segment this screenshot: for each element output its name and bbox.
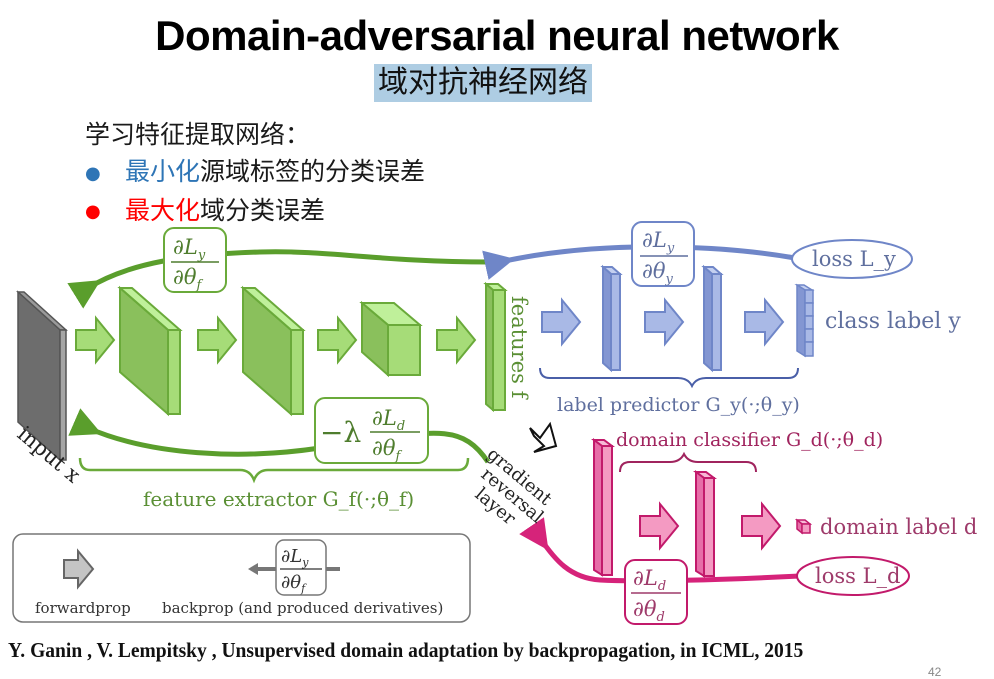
forward-arrow-icon (741, 501, 782, 551)
domain-label-text: domain label d (820, 515, 977, 539)
slide-subtitle: 域对抗神经网络 (374, 64, 592, 102)
bullet-maximize: ● 最大化域分类误差 (85, 192, 425, 231)
svg-text:∂Ly: ∂Ly (173, 235, 206, 263)
bullet-highlight: 最大化 (125, 195, 201, 225)
bullet-dot-icon: ● (85, 201, 101, 222)
forward-arrow-icon (317, 315, 358, 365)
reversal-arrow-icon (529, 421, 558, 453)
legend-forwardprop: forwardprop (35, 599, 131, 617)
svg-text:∂Ly: ∂Ly (281, 546, 309, 569)
class-label-text: class label y (825, 309, 961, 334)
conv-block-3 (359, 300, 423, 378)
lambda-prefix: −λ (320, 416, 361, 449)
features-vector (483, 281, 508, 413)
page-number: 42 (928, 665, 942, 679)
features-label: features f (507, 296, 531, 401)
grad-reversal-box (314, 397, 429, 464)
label-predictor-label: label predictor G_y(·;θ_y) (557, 394, 800, 416)
forward-arrow-icon (644, 297, 685, 347)
loss-y-ellipse (791, 239, 913, 279)
label-fc-1 (600, 264, 623, 373)
loss-y-label: loss L_y (812, 247, 896, 271)
forward-arrow-icon (639, 501, 680, 551)
domain-classifier-label: domain classifier G_d(·;θ_d) (616, 429, 883, 451)
forward-arrow-icon (541, 297, 582, 347)
label-fc-2 (701, 264, 724, 373)
forward-arrow-icon (197, 315, 238, 365)
bullet-minimize: ● 最小化源域标签的分类误差 (85, 153, 425, 192)
loss-d-label: loss L_d (815, 564, 900, 588)
legend-backprop: backprop (and produced derivatives) (162, 599, 443, 617)
grad-label-box (631, 221, 695, 287)
svg-text:∂Ly: ∂Ly (642, 228, 675, 256)
grad-feature-box (163, 227, 227, 293)
grad-domain-box (624, 559, 688, 625)
slide-title: Domain-adversarial neural network (155, 12, 839, 59)
legend: forwardprop ∂Ly ∂θf backprop (and produc… (12, 533, 471, 623)
conv-block-1 (117, 285, 183, 417)
bullet-text: 域分类误差 (200, 195, 326, 225)
bullet-text: 源域标签的分类误差 (200, 157, 426, 186)
svg-text:∂θf: ∂θf (372, 436, 403, 464)
forwardprop-arrow-icon (63, 548, 95, 590)
forward-arrow-icon (744, 297, 785, 347)
intro-heading: 学习特征提取网络： (85, 120, 311, 149)
label-predictor-brace (539, 367, 799, 389)
domain-fc-2 (693, 470, 717, 578)
svg-text:∂θd: ∂θd (633, 597, 665, 625)
bullet-highlight: 最小化 (125, 157, 201, 186)
domain-label-cube (794, 518, 813, 535)
citation: Y. Ganin , V. Lempitsky , Unsupervised d… (8, 638, 804, 662)
backprop-arrow-icon (248, 563, 258, 575)
bullet-dot-icon: ● (85, 162, 101, 184)
input-plane (16, 290, 68, 462)
svg-text:∂Ld: ∂Ld (372, 406, 405, 434)
feature-extractor-label: feature extractor G_f(·;θ_f) (143, 487, 414, 511)
loss-d-ellipse (796, 556, 910, 596)
svg-text:∂θf: ∂θf (281, 572, 307, 595)
backprop-arrow-domain (519, 517, 801, 584)
svg-text:∂θy: ∂θy (642, 259, 674, 287)
intro-list: 学习特征提取网络： ● 最小化源域标签的分类误差 ● 最大化域分类误差 (85, 116, 425, 230)
domain-classifier-brace (619, 451, 757, 473)
domain-fc-1 (591, 438, 615, 577)
feature-extractor-brace (78, 457, 470, 484)
svg-text:∂Ld: ∂Ld (633, 566, 666, 594)
backprop-arrow-feature-top (67, 249, 491, 309)
class-label-vector (794, 283, 815, 358)
forward-arrow-icon (436, 315, 477, 365)
conv-block-2 (240, 285, 306, 417)
forward-arrow-icon (75, 315, 116, 365)
svg-text:∂θf: ∂θf (173, 265, 204, 293)
